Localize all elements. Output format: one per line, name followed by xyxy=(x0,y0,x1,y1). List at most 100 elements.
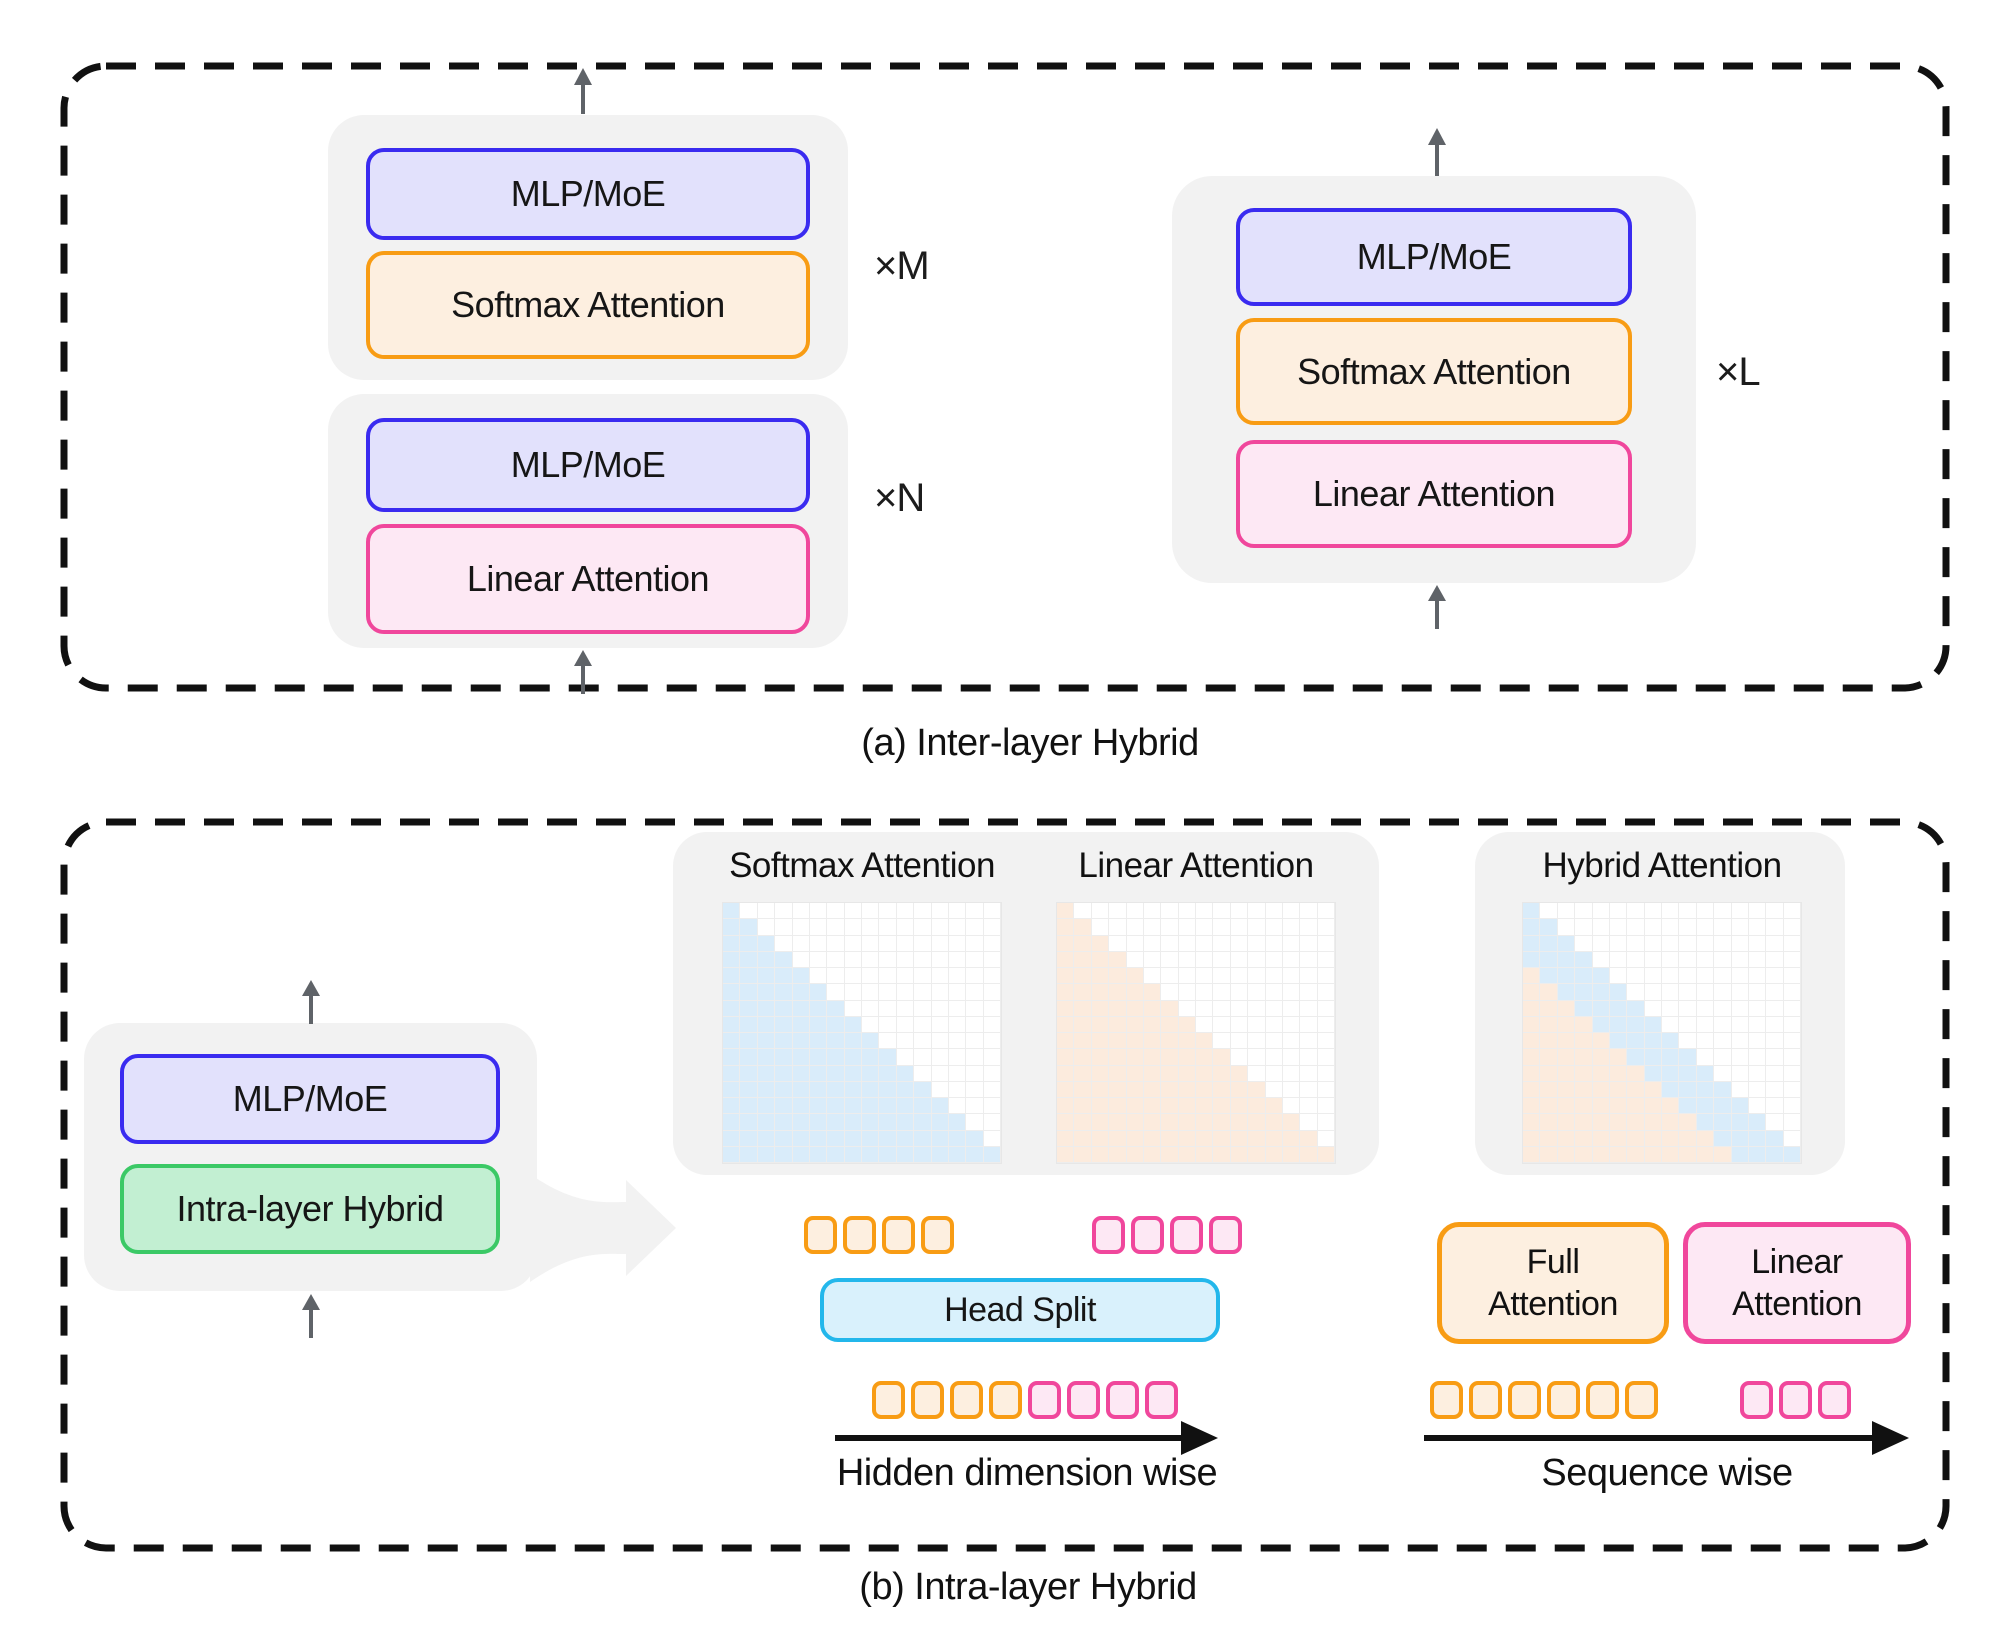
orange-square xyxy=(950,1381,983,1419)
matrix-cell xyxy=(1248,968,1266,985)
matrix-cell xyxy=(931,1016,949,1033)
matrix-cell xyxy=(966,1098,984,1115)
pink-square xyxy=(1092,1216,1125,1254)
matrix-cell xyxy=(1282,1065,1301,1082)
matrix-cell xyxy=(740,935,758,952)
matrix-cell xyxy=(1126,1130,1144,1147)
matrix-cell xyxy=(983,1146,1001,1163)
matrix-cell xyxy=(914,1130,932,1147)
matrix-cell xyxy=(1248,903,1266,920)
matrix-cell xyxy=(1248,1016,1266,1033)
matrix-cell xyxy=(1282,1114,1301,1131)
matrix-cell xyxy=(1091,1000,1110,1017)
matrix-cell xyxy=(1714,935,1732,952)
matrix-cell xyxy=(1766,919,1784,936)
matrix-cell xyxy=(879,1130,897,1147)
matrix-cell xyxy=(809,1000,828,1017)
matrix-cell xyxy=(1213,1114,1231,1131)
matrix-cell xyxy=(792,1130,810,1147)
matrix-cell xyxy=(723,1098,741,1115)
matrix-cell xyxy=(827,968,845,985)
matrix-cell xyxy=(1230,1065,1249,1082)
matrix-cell xyxy=(1523,1049,1541,1066)
matrix-cell xyxy=(740,1065,758,1082)
matrix-cell xyxy=(1282,1016,1301,1033)
matrix-cell xyxy=(914,968,932,985)
matrix-cell xyxy=(1696,1033,1715,1050)
orange-square xyxy=(1547,1381,1580,1419)
matrix-cell xyxy=(966,1016,984,1033)
matrix-cell xyxy=(862,1016,880,1033)
stack-group-intra-layer: MLP/MoE Intra-layer Hybrid xyxy=(84,1023,537,1291)
matrix-cell xyxy=(775,1065,793,1082)
matrix-cell xyxy=(1627,919,1645,936)
matrix-cell xyxy=(723,919,741,936)
matrix-cell xyxy=(827,1098,845,1115)
matrix-cell xyxy=(1714,919,1732,936)
block-label: MLP/MoE xyxy=(510,444,666,485)
matrix-cell xyxy=(1317,1081,1335,1098)
matrix-cell xyxy=(1126,1114,1144,1131)
matrix-cell xyxy=(723,1130,741,1147)
matrix-cell xyxy=(1057,1098,1075,1115)
matrix-cell xyxy=(1644,951,1662,968)
matrix-cell xyxy=(1731,1081,1749,1098)
matrix-cell xyxy=(1109,1114,1127,1131)
matrix-cell xyxy=(844,1049,862,1066)
matrix-cell xyxy=(1644,1000,1662,1017)
matrix-cell xyxy=(983,935,1001,952)
matrix-cell xyxy=(1662,1130,1680,1147)
matrix-cell xyxy=(1714,1114,1732,1131)
matrix-cell xyxy=(809,1130,828,1147)
matrix-cell xyxy=(1714,1065,1732,1082)
matrix-cell xyxy=(914,984,932,1001)
matrix-cell xyxy=(1317,935,1335,952)
matrix-cell xyxy=(1109,1049,1127,1066)
matrix-cell xyxy=(1679,1114,1697,1131)
matrix-cell xyxy=(723,1065,741,1082)
matrix-cell xyxy=(1540,1016,1558,1033)
matrix-cell xyxy=(1126,1065,1144,1082)
matrix-cell xyxy=(1091,935,1110,952)
matrix-cell xyxy=(844,1081,862,1098)
matrix-cell xyxy=(1091,1130,1110,1147)
matrix-cell xyxy=(809,1114,828,1131)
matrix-cell xyxy=(1609,1000,1628,1017)
head-split-top-pink-squares xyxy=(1092,1216,1242,1254)
matrix-cell xyxy=(1592,1130,1610,1147)
matrix-cell xyxy=(1213,1130,1231,1147)
matrix-cell xyxy=(931,1081,949,1098)
matrix-cell xyxy=(1714,984,1732,1001)
up-arrow-icon xyxy=(298,980,324,1029)
matrix-cell xyxy=(1557,951,1576,968)
matrix-cell xyxy=(1178,1130,1196,1147)
matrix-cell xyxy=(1109,1098,1127,1115)
matrix-cell xyxy=(1540,919,1558,936)
axis-label-hidden-dimension: Hidden dimension wise xyxy=(836,1452,1218,1494)
matrix-cell xyxy=(740,1130,758,1147)
matrix-cell xyxy=(862,935,880,952)
caption-panel-a: (a) Inter-layer Hybrid xyxy=(861,722,1199,764)
matrix-cell xyxy=(1178,903,1196,920)
matrix-cell xyxy=(1592,1114,1610,1131)
matrix-softmax-attention xyxy=(722,902,1002,1164)
matrix-cell xyxy=(1230,968,1249,985)
matrix-cell xyxy=(1248,935,1266,952)
matrix-cell xyxy=(1248,951,1266,968)
matrix-cell xyxy=(792,1033,810,1050)
matrix-cell xyxy=(1074,1146,1092,1163)
matrix-title-softmax: Softmax Attention xyxy=(729,846,995,885)
matrix-cell xyxy=(1783,1081,1801,1098)
matrix-cell xyxy=(1575,1081,1593,1098)
pink-square xyxy=(1209,1216,1242,1254)
matrix-cell xyxy=(966,984,984,1001)
matrix-cell xyxy=(1074,984,1092,1001)
matrix-cell xyxy=(1557,1033,1576,1050)
pink-square xyxy=(1106,1381,1139,1419)
matrix-cell xyxy=(1178,1065,1196,1082)
matrix-cell xyxy=(1540,968,1558,985)
matrix-cell xyxy=(896,1000,915,1017)
orange-square xyxy=(804,1216,837,1254)
matrix-cell xyxy=(1300,1081,1318,1098)
up-arrow-icon xyxy=(570,650,596,699)
